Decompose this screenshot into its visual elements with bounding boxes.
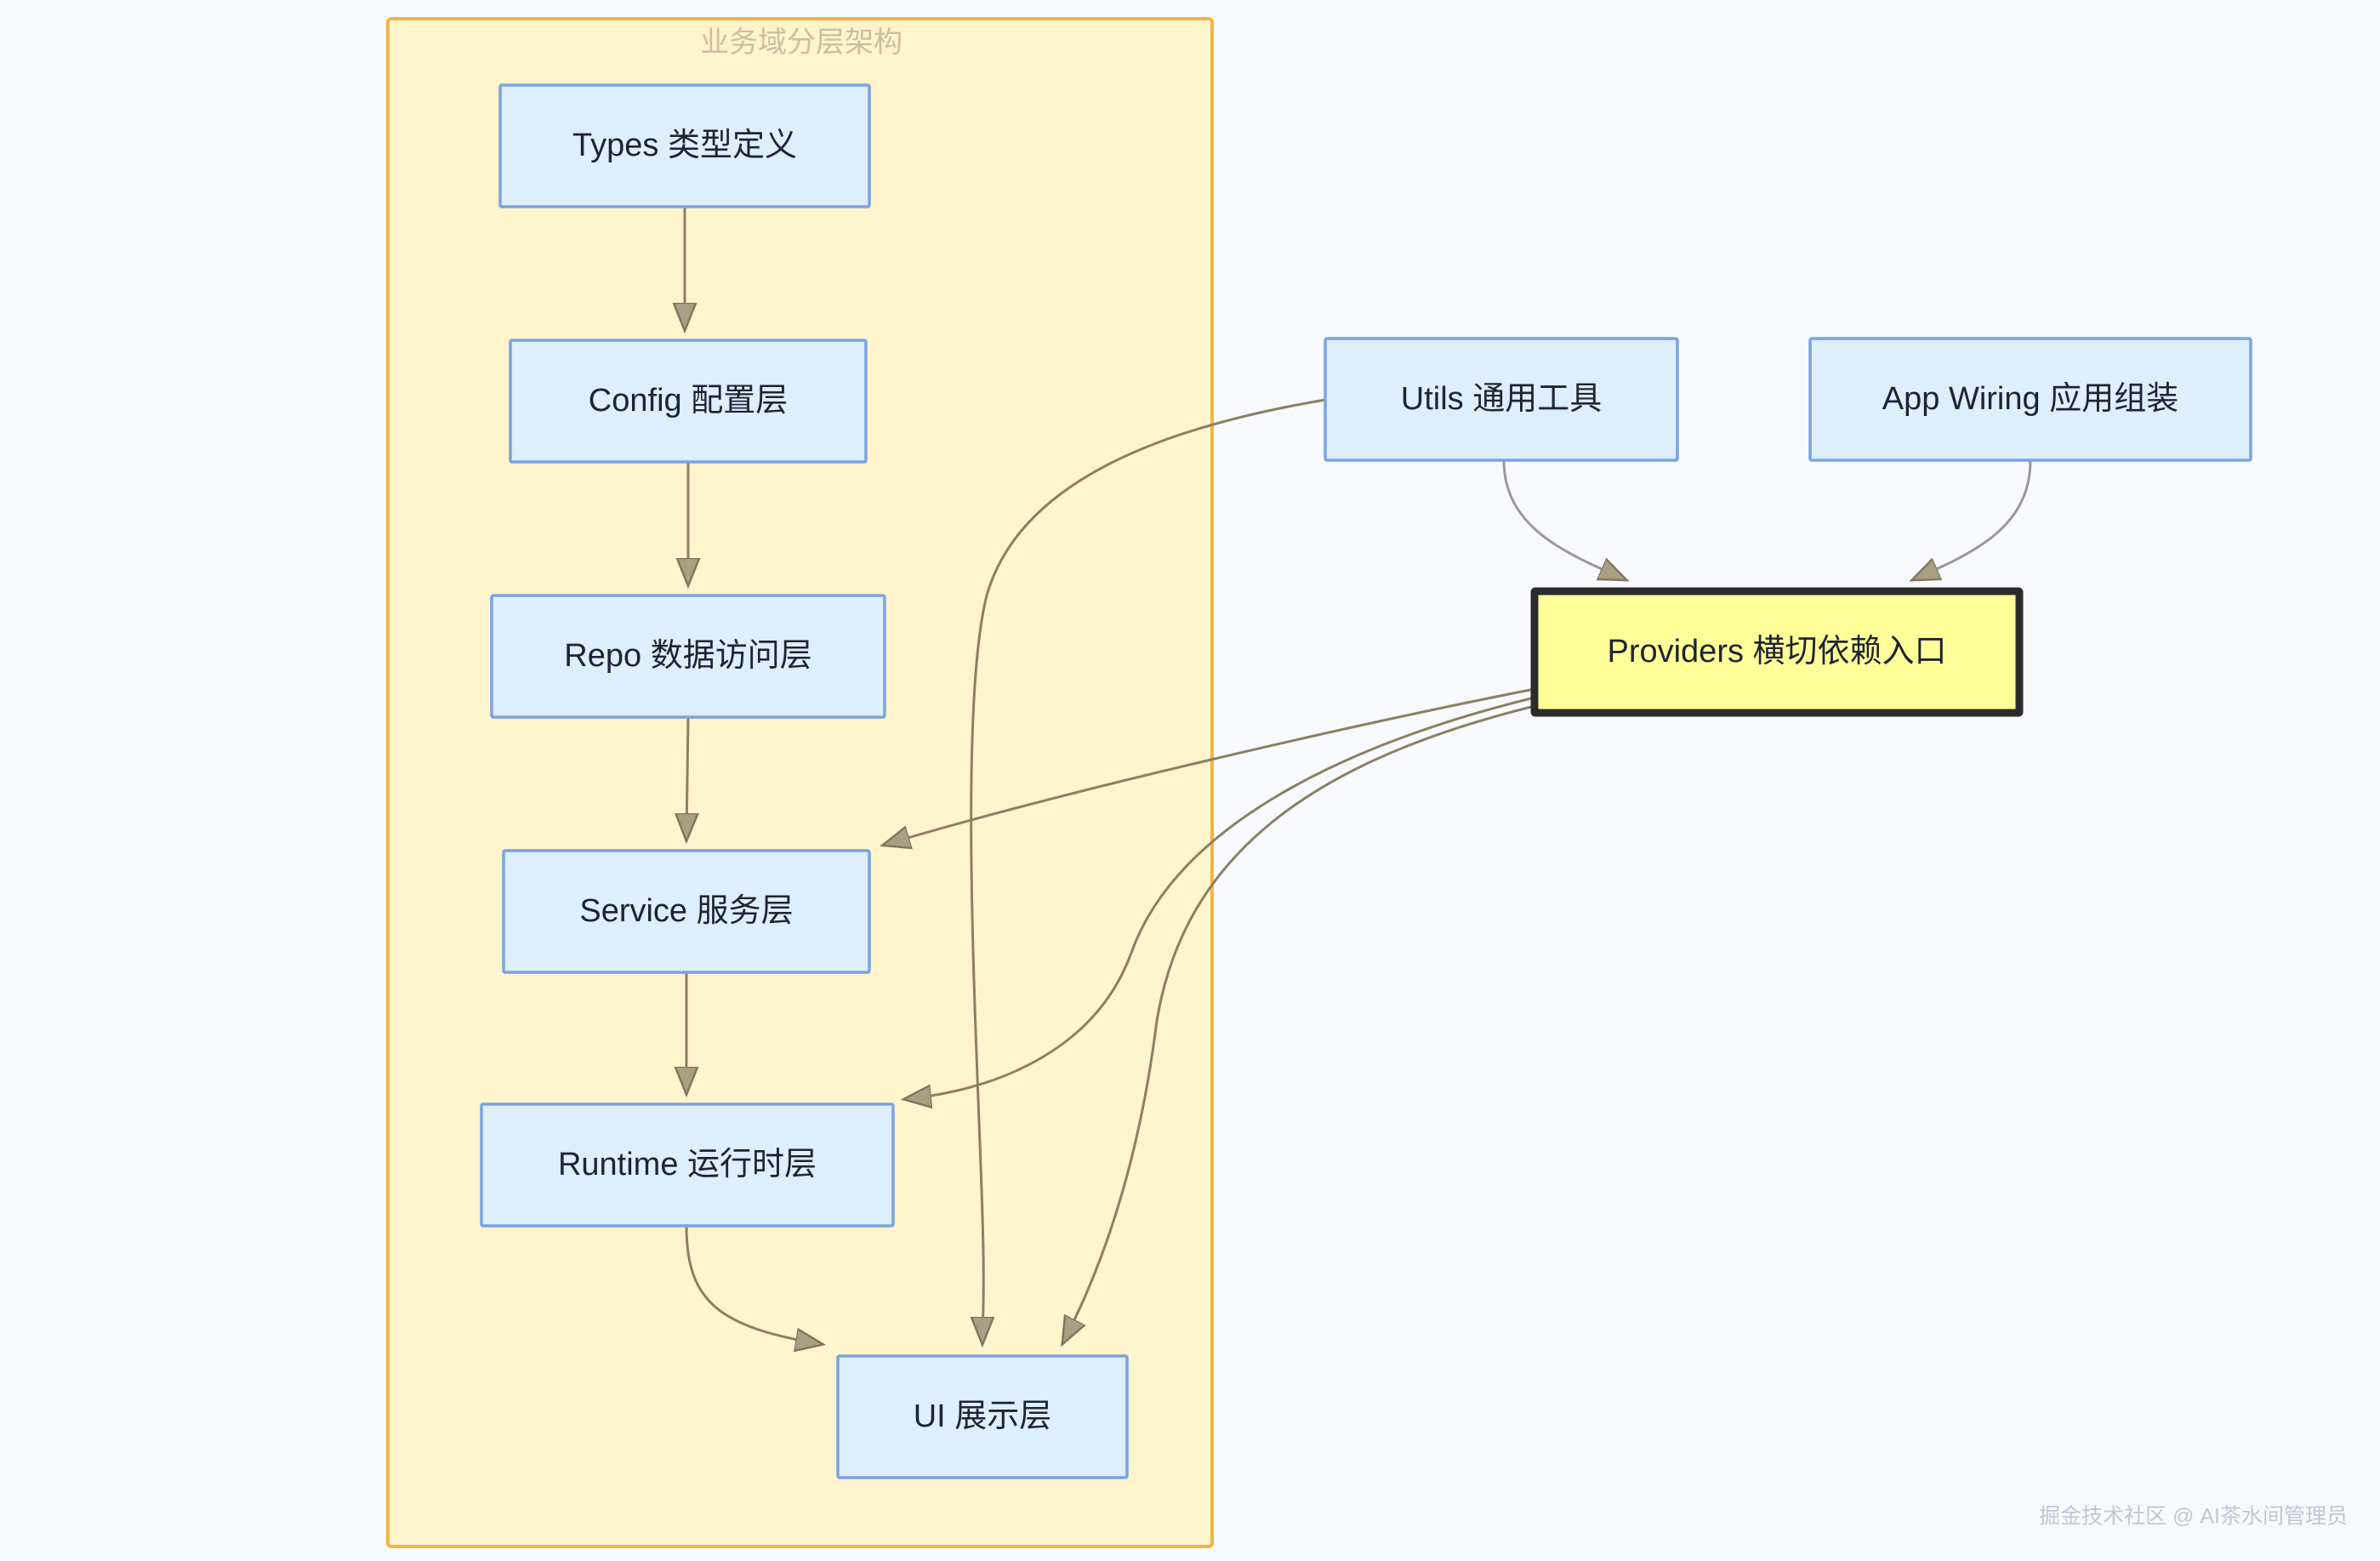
subgraph-business-domain: 业务域分层架构 — [386, 17, 1214, 1548]
node-repo[interactable]: Repo 数据访问层 — [490, 594, 886, 719]
node-ui-label: UI 展示层 — [914, 1399, 1052, 1434]
edge-layer — [685, 207, 2032, 1344]
node-config-label: Config 配置层 — [589, 383, 788, 419]
subgraph-title: 业务域分层架构 — [700, 26, 902, 59]
edge-utils-to-ui — [971, 398, 1326, 1342]
node-types-rect[interactable] — [498, 83, 871, 208]
node-service-label: Service 服务层 — [579, 893, 793, 929]
node-config-rect[interactable] — [509, 339, 868, 464]
edge-utils-to-providers — [1502, 459, 1625, 579]
edge-repo-to-service — [686, 716, 688, 839]
node-service[interactable]: Service 服务层 — [502, 849, 871, 974]
edge-appwiring-to-providers — [1914, 459, 2032, 579]
node-ui[interactable]: UI 展示层 — [836, 1354, 1129, 1479]
node-types[interactable]: Types 类型定义 — [498, 83, 871, 208]
node-utils[interactable]: Utils 通用工具 — [1324, 337, 1679, 462]
node-providers-label: Providers 横切依赖入口 — [1607, 634, 1946, 669]
node-app-wiring-label: App Wiring 应用组装 — [1882, 381, 2178, 417]
node-runtime-label: Runtime 运行时层 — [558, 1147, 817, 1182]
node-utils-rect[interactable] — [1324, 337, 1679, 462]
watermark: 掘金技术社区 @ AI茶水间管理员 — [2039, 1505, 2348, 1529]
node-app-wiring-rect[interactable] — [1808, 337, 2252, 462]
node-layer: Types 类型定义 Config 配置层 Repo 数据访问层 Service… — [480, 83, 2252, 1479]
node-ui-rect[interactable] — [836, 1354, 1129, 1479]
subgraph-container-rect — [386, 17, 1214, 1548]
node-providers[interactable]: Providers 横切依赖入口 — [1530, 587, 2024, 717]
edge-providers-to-runtime — [906, 696, 1535, 1099]
node-repo-rect[interactable] — [490, 594, 886, 719]
node-utils-label: Utils 通用工具 — [1401, 381, 1602, 417]
node-types-label: Types 类型定义 — [572, 128, 797, 163]
edge-providers-to-service — [885, 687, 1535, 845]
node-service-rect[interactable] — [502, 849, 871, 974]
node-app-wiring[interactable]: App Wiring 应用组装 — [1808, 337, 2252, 462]
node-config[interactable]: Config 配置层 — [509, 339, 868, 464]
node-repo-label: Repo 数据访问层 — [564, 638, 811, 674]
node-runtime[interactable]: Runtime 运行时层 — [480, 1102, 895, 1228]
edge-runtime-to-ui — [685, 1225, 821, 1344]
node-runtime-rect[interactable] — [480, 1102, 895, 1228]
node-providers-rect[interactable] — [1530, 587, 2024, 717]
edge-providers-to-ui — [1063, 704, 1535, 1342]
